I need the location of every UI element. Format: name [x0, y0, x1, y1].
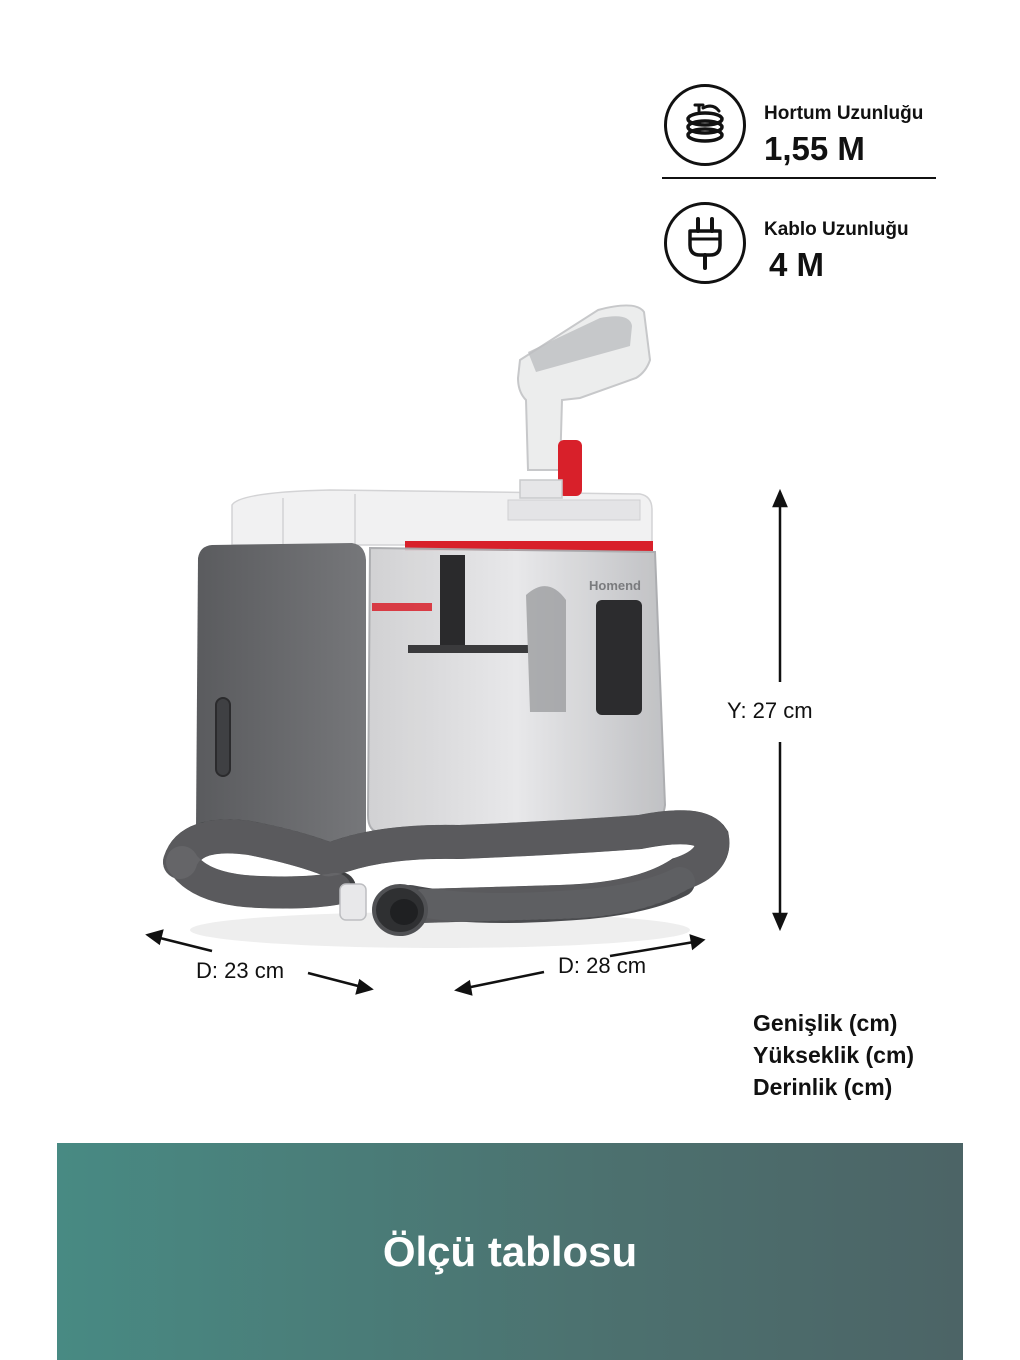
- depth-arrow-left: [145, 929, 374, 995]
- red-accent-band: [405, 541, 653, 551]
- dimension-legend: Genişlik (cm) Yükseklik (cm) Derinlik (c…: [753, 1007, 914, 1103]
- depth-arrow-right: [454, 934, 706, 996]
- legend-height: Yükseklik (cm): [753, 1042, 915, 1068]
- side-panel: [196, 543, 366, 848]
- height-dimension-label: Y: 27 cm: [727, 698, 813, 723]
- hose-length-label: Hortum Uzunluğu: [764, 103, 924, 124]
- hose-coil: [163, 810, 730, 923]
- hose-end-cuff: [339, 883, 367, 921]
- power-plug-icon: [664, 202, 746, 284]
- legend-depth: Derinlik (cm): [753, 1074, 893, 1100]
- hose-length-value: 1,55 M: [764, 130, 865, 167]
- depth-right-label: D: 28 cm: [558, 953, 647, 978]
- cable-length-value: 4 M: [769, 246, 825, 283]
- spec-divider: [662, 177, 936, 179]
- height-arrow: [772, 488, 788, 932]
- product-image: Homend: [145, 304, 788, 996]
- depth-left-label: D: 23 cm: [196, 958, 285, 983]
- size-chart-banner: Ölçü tablosu: [57, 1143, 963, 1360]
- legend-width: Genişlik (cm): [753, 1010, 898, 1036]
- hose-coil-icon: [664, 84, 746, 166]
- side-handle-slot: [215, 697, 231, 777]
- nozzle-trigger: [558, 440, 582, 496]
- brand-logo: Homend: [589, 578, 641, 593]
- cable-length-label: Kablo Uzunluğu: [764, 219, 909, 240]
- banner-title: Ölçü tablosu: [382, 1227, 638, 1275]
